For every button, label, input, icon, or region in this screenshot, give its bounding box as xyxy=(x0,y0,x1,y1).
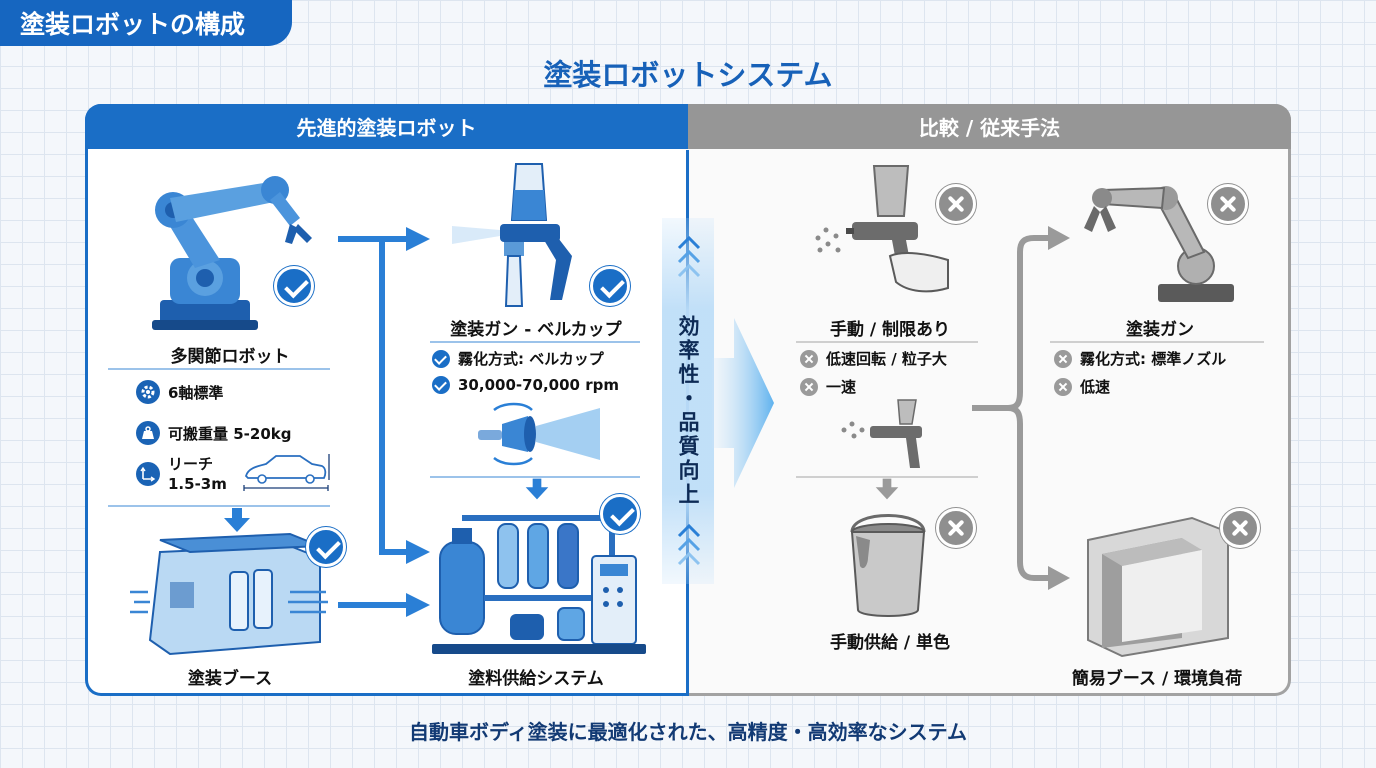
gray-gun-label-rule xyxy=(1050,341,1264,343)
center-band xyxy=(662,218,714,584)
flow-arrows xyxy=(338,227,430,617)
page-tag: 塗装ロボットの構成 xyxy=(0,0,292,46)
arrow-down-icon xyxy=(224,508,250,532)
gear-icon xyxy=(136,380,160,404)
simple-booth-icon xyxy=(1087,516,1229,658)
gun-check-badge xyxy=(590,266,630,306)
spec-axes-text: 6軸標準 xyxy=(168,383,224,402)
small-spray-gun-icon xyxy=(841,399,922,468)
robot-label: 多関節ロボット xyxy=(170,347,290,367)
check-icon xyxy=(432,376,450,394)
branch-arrows xyxy=(972,226,1070,590)
robot-arm-icon xyxy=(152,176,312,330)
paint-bucket-icon xyxy=(850,514,926,617)
paint-supply-system-icon xyxy=(432,515,646,654)
center-label: 効率性・品質向上 xyxy=(676,315,700,507)
manual-spec-rotation: 低速回転 / 粒子大 xyxy=(800,348,947,369)
spray-gun-icon xyxy=(452,163,572,307)
booth-x-badge xyxy=(1220,508,1260,548)
supply-check-badge xyxy=(600,494,640,534)
gun-specs-rule xyxy=(430,476,640,478)
x-icon xyxy=(800,349,818,368)
supply-label: 塗料供給システム xyxy=(468,669,604,689)
robot-x-badge xyxy=(1208,184,1248,224)
spec-axes: 6軸標準 xyxy=(136,380,223,404)
bell-cup-icon xyxy=(478,402,600,466)
car-reach-icon xyxy=(243,454,330,491)
robot-label-rule xyxy=(108,368,330,370)
x-icon xyxy=(800,377,818,396)
robot-check-badge xyxy=(274,266,314,306)
spec-payload-text: 可搬重量 5-20kg xyxy=(168,424,292,443)
chevrons-up-icon xyxy=(677,235,701,278)
gray-gun-spec-speed: 低速 xyxy=(1054,376,1110,397)
gray-gun-spec-nozzle: 霧化方式: 標準ノズル xyxy=(1054,348,1226,369)
manual-x-badge xyxy=(936,184,976,224)
spec-reach: リーチ 1.5-3m xyxy=(136,454,227,494)
conventional-method-header: 比較 / 従来手法 xyxy=(688,104,1291,149)
chevrons-up-icon xyxy=(677,523,701,566)
footer-caption: 自動車ボディ塗装に最適化された、高精度・高効率なシステム xyxy=(409,720,967,744)
manual-spec-speed: 一速 xyxy=(800,376,856,397)
spec-reach-line2: 1.5-3m xyxy=(168,475,227,493)
manual-specs-rule xyxy=(796,476,978,478)
gun-label-rule xyxy=(430,341,640,343)
manual-label: 手動 / 制限あり xyxy=(829,320,951,340)
manual-label-rule xyxy=(796,341,978,343)
booth-check-badge xyxy=(306,527,346,567)
x-icon xyxy=(1054,349,1072,368)
reach-arrows-icon xyxy=(136,462,160,486)
page-title: 塗装ロボットシステム xyxy=(543,58,833,92)
check-icon xyxy=(432,349,450,368)
spec-payload: 可搬重量 5-20kg xyxy=(136,421,291,445)
weight-icon xyxy=(136,421,160,445)
paint-booth-icon xyxy=(130,532,328,656)
gun-label: 塗装ガン - ベルカップ xyxy=(450,320,622,340)
bucket-x-badge xyxy=(936,508,976,548)
gray-robot-arm-icon xyxy=(1084,186,1234,302)
gray-gun-label: 塗装ガン xyxy=(1126,320,1194,340)
x-icon xyxy=(1054,377,1072,396)
big-right-arrow-icon xyxy=(712,318,774,488)
arrow-down-icon xyxy=(875,478,899,500)
booth-label: 塗装ブース xyxy=(187,669,273,689)
advanced-robot-header: 先進的塗装ロボット xyxy=(85,104,688,149)
gun-spec-atomization: 霧化方式: ベルカップ xyxy=(432,348,604,369)
arrow-down-icon xyxy=(525,478,549,500)
hand-spray-gun-icon xyxy=(815,165,949,293)
simple-booth-label: 簡易ブース / 環境負荷 xyxy=(1071,669,1243,689)
bucket-label: 手動供給 / 単色 xyxy=(829,633,951,653)
spec-reach-line1: リーチ xyxy=(168,455,214,473)
robot-specs-rule xyxy=(108,505,330,507)
gun-spec-rpm: 30,000-70,000 rpm xyxy=(432,376,619,394)
